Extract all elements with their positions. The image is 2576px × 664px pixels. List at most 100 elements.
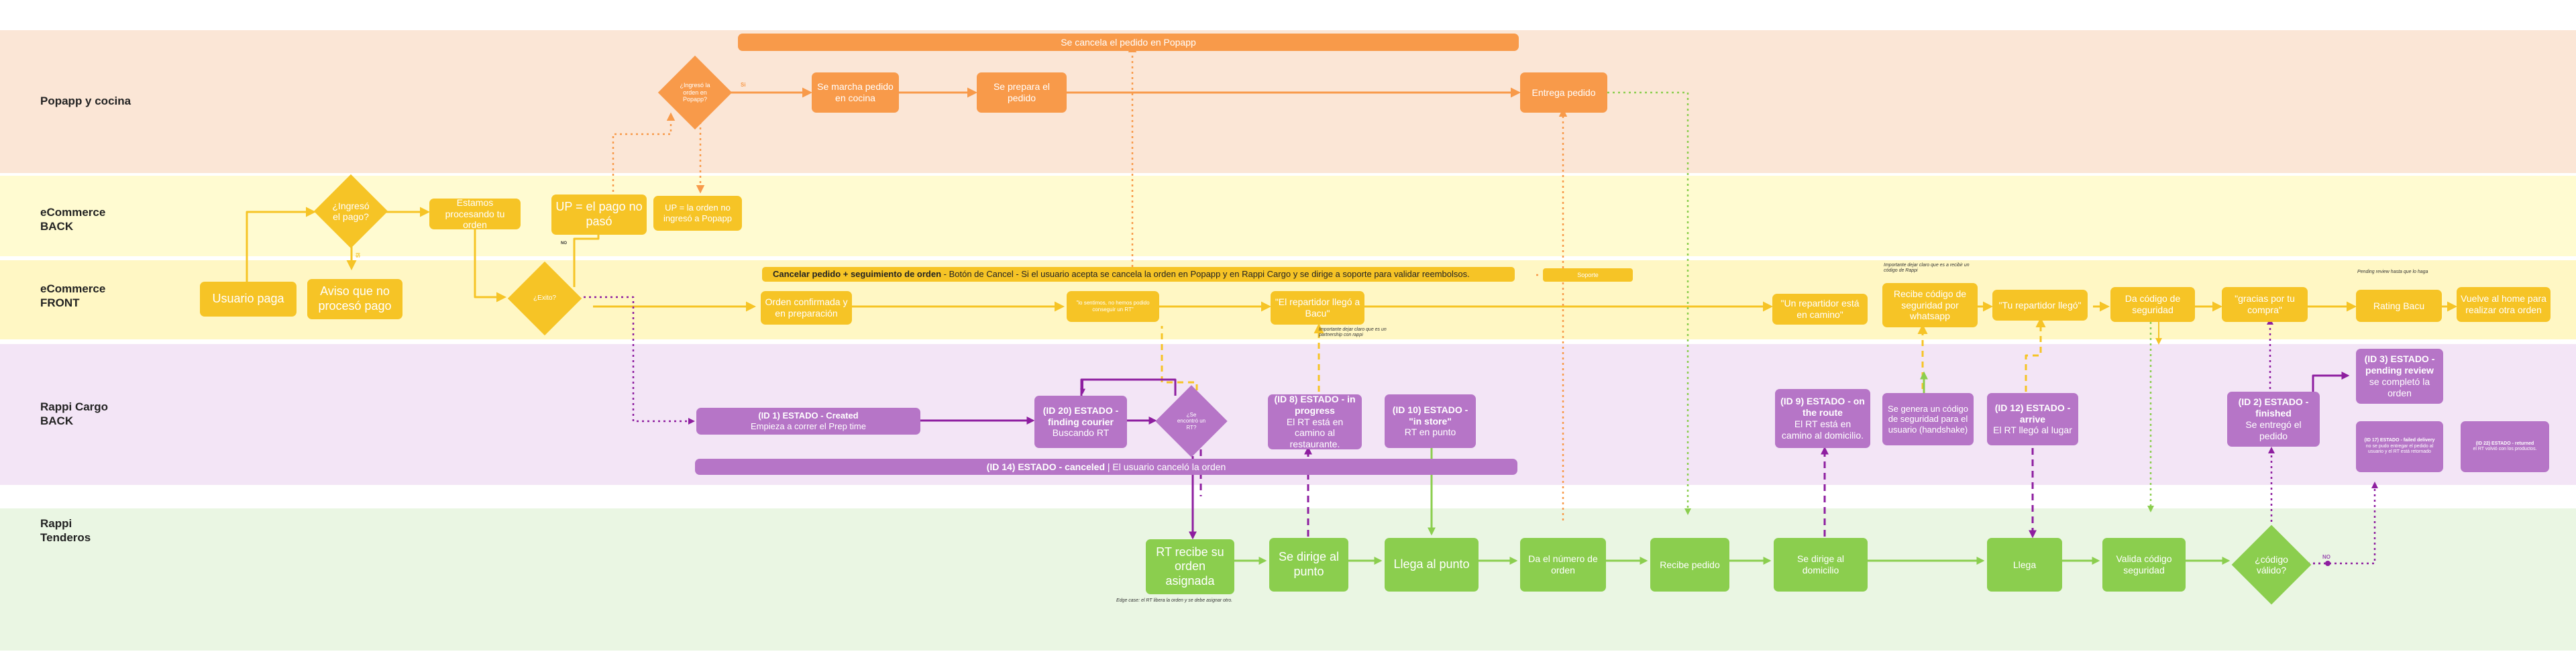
box-lo-sentimos: "lo sentimos, no hemos podido conseguir … — [1067, 291, 1159, 322]
box-rating-bacu-text: Rating Bacu — [2373, 300, 2425, 311]
lane-label-popapp: Popapp y cocina — [40, 95, 131, 107]
box-recibe-pedido-text: Recibe pedido — [1660, 559, 1720, 570]
box-dirige-punto: Se dirige al punto — [1269, 538, 1348, 592]
state-canceled-bar: (ID 14) ESTADO - canceled | El usuario c… — [695, 459, 1517, 475]
box-repartidor-llego-bacu: "El repartidor llegó a Bacu" — [1271, 291, 1364, 325]
box-entrega-pedido-text: Entrega pedido — [1532, 87, 1596, 98]
box-dirige-punto-text: Se dirige al punto — [1278, 550, 1340, 578]
box-vuelve-home: Vuelve al home para realizar otra orden — [2457, 287, 2551, 322]
box-llega: Llega — [1987, 538, 2062, 592]
popapp-cancel-bar: Se cancela el pedido en Popapp — [738, 34, 1519, 51]
box-gracias-compra-text: "gracias por tu compra" — [2235, 293, 2295, 315]
state-returned-title: (ID 22) ESTADO - returned — [2475, 441, 2534, 446]
box-llega-punto-text: Llega al punto — [1393, 557, 1470, 571]
box-llega-text: Llega — [2012, 559, 2037, 570]
diamond-ingreso-pago: ¿Ingresó el pago? — [313, 173, 389, 250]
diamond-ingreso-orden-popapp: ¿Ingresó la orden en Popapp? — [657, 55, 733, 130]
state-failed-delivery-sub: no se pudo entregar el pedido al usuario… — [2365, 443, 2434, 455]
box-da-numero-orden: Da el número de orden — [1520, 538, 1606, 592]
state-created-title: (ID 1) ESTADO - Created — [758, 410, 859, 421]
state-on-the-route-sub: El RT está en camino al domicilio. — [1781, 419, 1864, 441]
cancel-seguimiento-rest: - Botón de Cancel - Si el usuario acepta… — [941, 269, 1470, 280]
lane-popapp — [0, 30, 2576, 173]
box-lo-sentimos-text: "lo sentimos, no hemos podido conseguir … — [1076, 300, 1150, 313]
note-codigo-rappi: Importante dejar claro que es a recibir … — [1884, 263, 1970, 274]
box-aviso-no-proceso-pago: Aviso que no procesó pago — [307, 279, 402, 319]
state-in-store-sub: RT en punto — [1404, 427, 1456, 438]
diamond-exito-text: ¿Exito? — [533, 294, 556, 302]
box-prepara-pedido: Se prepara el pedido — [977, 72, 1067, 113]
state-canceled-text: (ID 14) ESTADO - canceled | El usuario c… — [987, 461, 1226, 473]
state-finding-courier-title: (ID 20) ESTADO - finding courier — [1042, 404, 1119, 427]
box-genera-codigo-text: Se genera un código de seguridad para el… — [1888, 403, 1968, 435]
box-repartidor-en-camino: "Un repartidor está en camino" — [1772, 294, 1868, 325]
box-entrega-pedido: Entrega pedido — [1520, 72, 1607, 113]
diamond-encontro-rt: ¿Se encontró un RT? — [1154, 384, 1229, 459]
box-rt-recibe-orden: RT recibe su orden asignada — [1146, 539, 1234, 594]
box-up-orden-no-ingreso: UP = la orden no ingresó a Popapp — [653, 196, 742, 231]
box-procesando-orden: Estamos procesando tu orden — [429, 197, 521, 231]
lane-label-ecommerce-back: eCommerce BACK — [40, 206, 106, 233]
box-rating-bacu: Rating Bacu — [2356, 290, 2442, 322]
label-si-popapp: Si — [741, 82, 746, 88]
note-pending-review: Pending review hasta que lo haga — [2357, 270, 2428, 274]
note-edge-case: Edge case: el RT libera la orden y se de… — [1116, 598, 1233, 603]
diamond-codigo-valido: ¿código válido? — [2231, 524, 2312, 605]
state-finished-sub: Se entregó el pedido — [2245, 419, 2302, 441]
box-tu-repartidor-llego: "Tu repartidor llegó" — [1992, 290, 2088, 321]
box-tu-repartidor-llego-text: "Tu repartidor llegó" — [1998, 299, 2082, 311]
box-repartidor-llego-bacu-text: "El repartidor llegó a Bacu" — [1275, 296, 1360, 319]
state-in-store-title: (ID 10) ESTADO - "in store" — [1392, 404, 1468, 427]
box-orden-confirmada: Orden confirmada y en preparación — [761, 291, 852, 325]
box-up-pago-no-paso-text: UP = el pago no pasó — [555, 200, 643, 228]
lane-label-ecommerce-front: eCommerce FRONT — [40, 282, 106, 309]
box-procesando-orden-text: Estamos procesando tu orden — [445, 197, 505, 231]
cancel-seguimiento-bar: Cancelar pedido + seguimiento de orden -… — [762, 267, 1515, 282]
state-returned-sub: el RT volvió con los productos. — [2473, 447, 2537, 451]
diamond-codigo-valido-text: ¿código válido? — [2255, 553, 2288, 575]
box-up-pago-no-paso: UP = el pago no pasó — [551, 195, 647, 235]
state-in-progress-sub: El RT está en camino al restaurante. — [1286, 416, 1344, 450]
label-si-ecommerce: SI — [355, 252, 362, 258]
state-in-store: (ID 10) ESTADO - "in store"RT en punto — [1385, 394, 1476, 448]
label-no-codigo: NO — [2322, 554, 2330, 560]
diamond-ingreso-pago-text: ¿Ingresó el pago? — [332, 200, 370, 222]
lane-label-rappi-cargo-back: Rappi Cargo BACK — [40, 400, 109, 427]
state-arrive-title: (ID 12) ESTADO - arrive — [1994, 402, 2071, 425]
box-usuario-paga-text: Usuario paga — [212, 292, 284, 306]
box-llega-punto: Llega al punto — [1385, 538, 1479, 592]
box-valida-codigo-text: Valida código seguridad — [2116, 553, 2172, 575]
box-recibe-pedido: Recibe pedido — [1650, 538, 1729, 592]
box-da-codigo-seguridad: Da código de seguridad — [2110, 287, 2195, 322]
state-in-store-text: (ID 10) ESTADO - "in store"RT en punto — [1389, 404, 1472, 438]
box-recibe-codigo-whatsapp: Recibe código de seguridad por whatsapp — [1882, 283, 1978, 327]
box-soporte: Soporte — [1543, 268, 1633, 282]
cancel-seguimiento-text: Cancelar pedido + seguimiento de orden -… — [773, 269, 1470, 280]
box-da-numero-orden-text: Da el número de orden — [1528, 553, 1598, 575]
diamond-ingreso-orden-text: ¿Ingresó la orden en Popapp? — [680, 82, 710, 103]
cancel-seguimiento-bold: Cancelar pedido + seguimiento de orden — [773, 269, 942, 280]
label-no-ecommerce: NO — [561, 241, 567, 245]
state-arrive-sub: El RT llegó al lugar — [1993, 425, 2072, 436]
state-pending-review-sub: se completó la orden — [2369, 376, 2430, 398]
diamond-encontro-rt-text: ¿Se encontró un RT? — [1177, 412, 1206, 431]
state-canceled-sub: | El usuario canceló la orden — [1105, 461, 1226, 472]
box-marcha-pedido: Se marcha pedido en cocina — [812, 72, 899, 113]
state-finished-title: (ID 2) ESTADO - finished — [2238, 396, 2309, 419]
box-rt-recibe-orden-text: RT recibe su orden asignada — [1156, 545, 1224, 588]
box-up-orden-no-ingreso-text: UP = la orden no ingresó a Popapp — [663, 203, 732, 223]
box-usuario-paga: Usuario paga — [200, 282, 297, 317]
